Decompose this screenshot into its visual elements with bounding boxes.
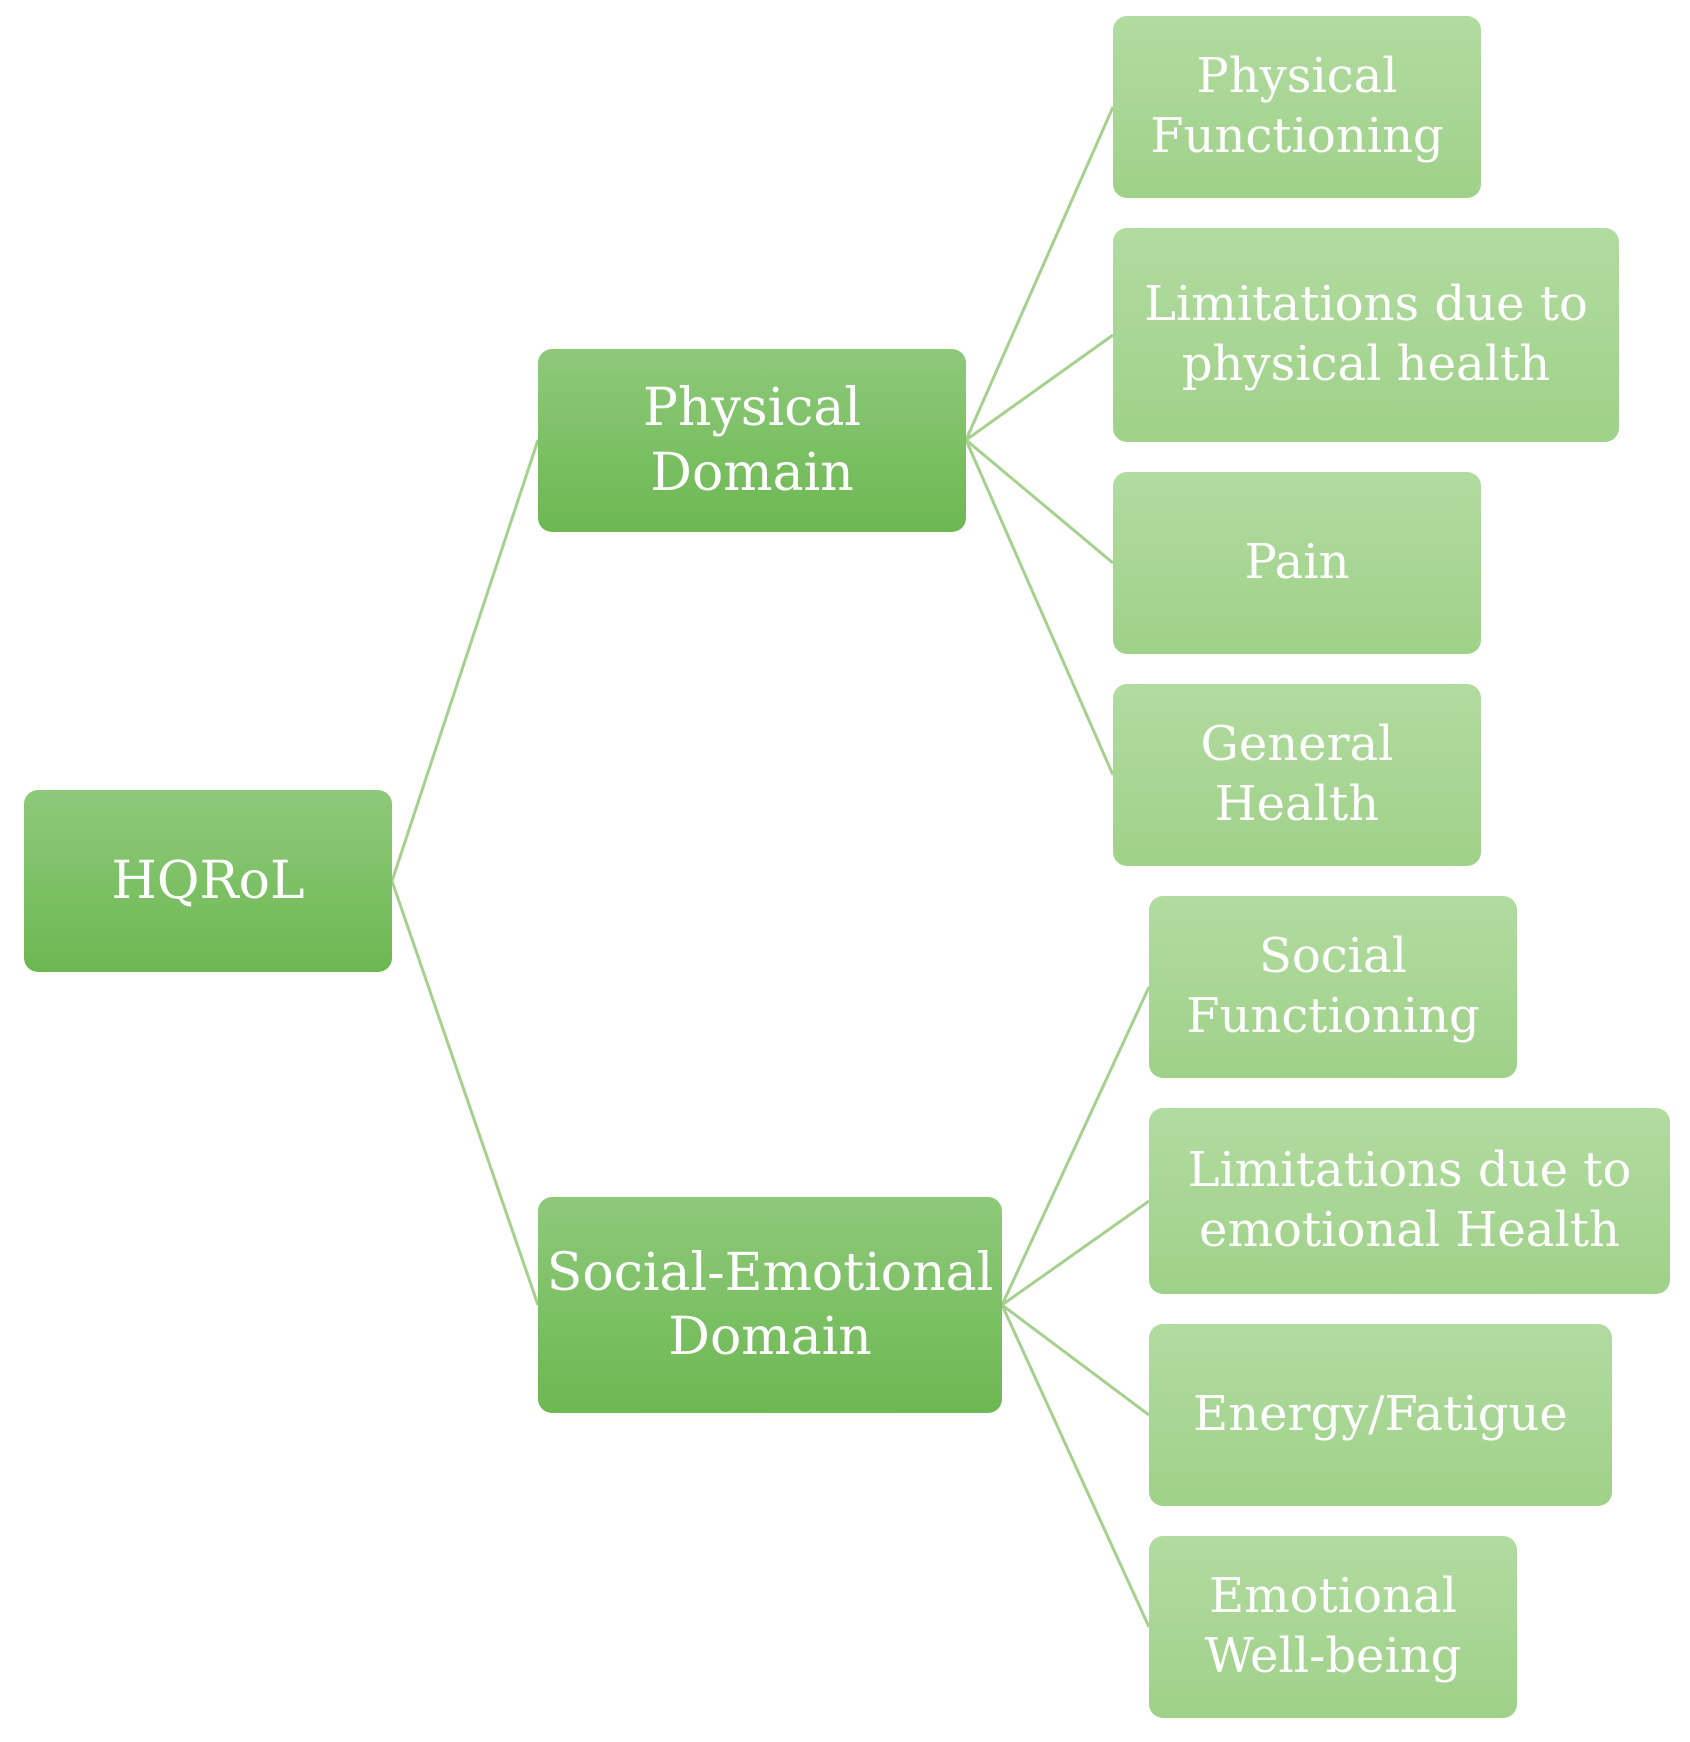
general-health-node: General Health: [1113, 684, 1481, 866]
physical-functioning-node: Physical Functioning: [1113, 16, 1481, 198]
connector-root-physical: [390, 439, 540, 882]
connector-root-social-emotional: [390, 880, 540, 1306]
emotional-limitations-node: Limitations due to emotional Health: [1149, 1108, 1670, 1294]
physical-domain-label: Physical Domain: [643, 378, 861, 503]
connector-emotional-limitations: [1001, 1199, 1150, 1307]
connector-social-functioning: [1000, 986, 1151, 1306]
pain-label: Pain: [1244, 534, 1350, 591]
physical-limitations-node: Limitations due to physical health: [1113, 228, 1619, 442]
connector-physical-pain: [965, 438, 1114, 565]
social-emotional-domain-label: Social-Emotional Domain: [546, 1242, 994, 1367]
social-functioning-label: Social Functioning: [1186, 928, 1480, 1044]
connector-physical-general-health: [964, 439, 1115, 776]
social-functioning-node: Social Functioning: [1149, 896, 1517, 1078]
emotional-limitations-label: Limitations due to emotional Health: [1187, 1142, 1632, 1258]
physical-limitations-label: Limitations due to physical health: [1144, 276, 1588, 392]
connector-physical-functioning: [964, 106, 1115, 441]
social-emotional-domain-node: Social-Emotional Domain: [538, 1197, 1002, 1413]
pain-node: Pain: [1113, 472, 1481, 654]
physical-domain-node: Physical Domain: [538, 349, 966, 532]
connector-energy-fatigue: [1001, 1303, 1150, 1417]
connector-emotional-well-being: [1000, 1304, 1151, 1628]
root-node-label: HQRoL: [111, 850, 305, 911]
root-node-hqrol: HQRoL: [24, 790, 392, 972]
energy-fatigue-node: Energy/Fatigue: [1149, 1324, 1612, 1506]
energy-fatigue-label: Energy/Fatigue: [1193, 1386, 1568, 1443]
general-health-label: General Health: [1200, 716, 1394, 832]
emotional-well-being-node: Emotional Well-being: [1149, 1536, 1517, 1718]
physical-functioning-label: Physical Functioning: [1150, 48, 1444, 164]
connector-physical-limitations: [965, 333, 1114, 442]
emotional-well-being-label: Emotional Well-being: [1204, 1568, 1462, 1684]
